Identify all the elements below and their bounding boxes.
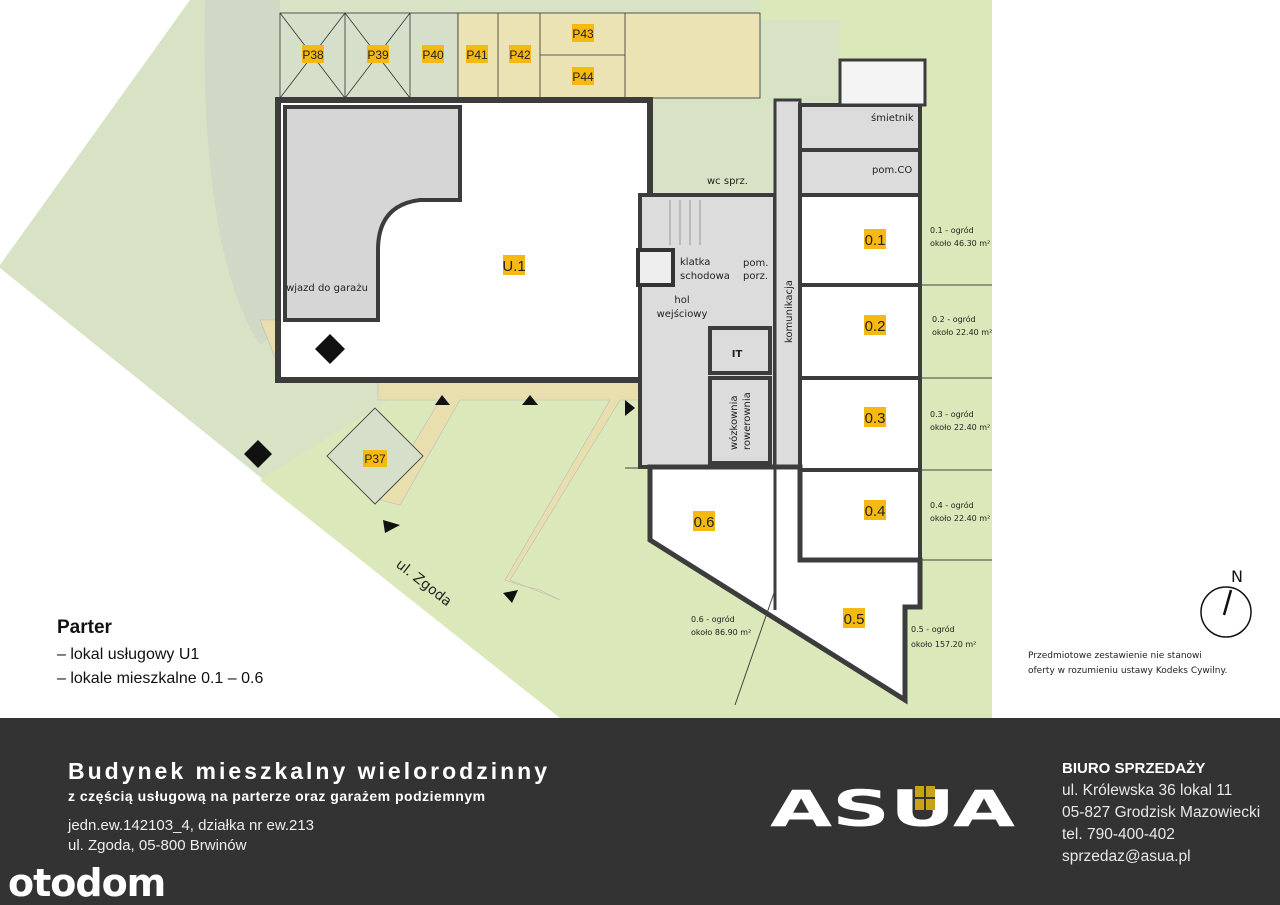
office-email[interactable]: sprzedaz@asua.pl (1062, 848, 1191, 865)
asua-logo: ASUA (770, 780, 1015, 832)
unit-06-05-block (647, 464, 923, 705)
garage-ramp (283, 105, 462, 322)
room-klatka-1: klatka (680, 257, 710, 268)
stair-tower (838, 58, 927, 107)
room-pom-co: pom.CO (872, 165, 912, 176)
legend-item: – lokale mieszkalne 0.1 – 0.6 (57, 670, 264, 687)
lift (636, 248, 675, 287)
unit-0-3: 0.3 (865, 410, 886, 427)
legend: Parter – lokal usługowy U1 – lokale mies… (57, 617, 263, 691)
garden-0-2-name: 0.2 - ogród (932, 314, 976, 324)
garden-0-5-area: około 157.20 m² (911, 640, 976, 649)
parking-strip-tan (457, 12, 761, 99)
arrow-icon (503, 590, 518, 603)
compass-north-label: N (1231, 567, 1243, 586)
disclaimer-line: oferty w rozumieniu ustawy Kodeks Cywiln… (1028, 666, 1228, 676)
room-komunikacja: komunikacja (784, 280, 795, 343)
garden-0-4-area: około 22.40 m² (930, 514, 990, 523)
garden-0-3-name: 0.3 - ogród (930, 409, 974, 419)
footer-title: Budynek mieszkalny wielorodzinny (68, 758, 550, 784)
unit-0-5: 0.5 (844, 611, 865, 628)
arrow-icon (383, 520, 400, 533)
parking-p38: P38 (302, 48, 324, 62)
garden-0-6-area: około 86.90 m² (691, 628, 751, 637)
parking-p43: P43 (572, 27, 594, 41)
car-entry-icon (244, 440, 272, 468)
compass: N (1200, 567, 1252, 638)
office-city: 05-827 Grodzisk Mazowiecki (1062, 804, 1261, 821)
garden-labels: 0.1 - ogród około 46.30 m² 0.2 - ogród o… (691, 225, 992, 649)
arrow-icon (522, 395, 538, 405)
parking-p39: P39 (367, 48, 389, 62)
room-pom-porz-2: porz. (743, 271, 768, 282)
address-line: jedn.ew.142103_4, działka nr ew.213 (68, 817, 315, 834)
otodom-watermark: otodom (8, 861, 166, 905)
room-pom-porz-1: pom. (743, 258, 768, 269)
legend-title: Parter (57, 617, 112, 638)
svg-text:ASUA: ASUA (770, 780, 1015, 832)
garden-0-3-area: około 22.40 m² (930, 423, 990, 432)
unit-u1: U.1 (502, 258, 525, 275)
footer-address: jedn.ew.142103_4, działka nr ew.213 ul. … (68, 816, 314, 856)
parking-p41: P41 (466, 48, 488, 62)
parking-p42: P42 (509, 48, 531, 62)
parking-labels: P38 P39 P40 P41 P42 P43 P44 P37 (302, 24, 594, 467)
disclaimer-line: Przedmiotowe zestawienie nie stanowi (1028, 651, 1202, 661)
unit-labels: 0.1 0.2 0.3 0.4 0.5 0.6 (693, 229, 886, 628)
room-wc: wc sprz. (707, 176, 748, 187)
footer-subtitle: z częścią usługową na parterze oraz gara… (68, 788, 486, 804)
footer-band: Budynek mieszkalny wielorodzinny z częśc… (0, 718, 1280, 905)
garden-0-2-area: około 22.40 m² (932, 328, 992, 337)
room-wozkownia-1: wózkownia (728, 395, 740, 450)
parking-p40: P40 (422, 48, 444, 62)
room-garage-entry: wjazd do garażu (286, 283, 368, 294)
room-it: IT (732, 349, 743, 360)
garden-0-4-name: 0.4 - ogród (930, 500, 974, 510)
parking-p44: P44 (572, 70, 594, 84)
garden-0-6-name: 0.6 - ogród (691, 614, 735, 624)
arrow-icon (435, 395, 450, 405)
driveway (204, 0, 280, 345)
arrow-icon (625, 400, 635, 416)
unit-0-2: 0.2 (865, 318, 886, 335)
garden-0-1-area: około 46.30 m² (930, 239, 990, 248)
unit-0-6: 0.6 (694, 514, 715, 531)
entry-arrows (244, 334, 635, 603)
address-line: ul. Zgoda, 05-800 Brwinów (68, 837, 247, 854)
floor-plan: P38 P39 P40 P41 P42 P43 P44 P37 wjazd do… (0, 0, 1252, 718)
room-wozkownia-2: rowerownia (742, 392, 753, 450)
garden-0-5-name: 0.5 - ogród (911, 624, 955, 634)
disclaimer: Przedmiotowe zestawienie nie stanowi ofe… (1028, 649, 1227, 679)
garden-0-1-name: 0.1 - ogród (930, 225, 974, 235)
office-address: ul. Królewska 36 lokal 11 (1062, 782, 1233, 799)
car-entry-icon (315, 334, 345, 364)
room-hol-2: wejściowy (657, 308, 708, 320)
unit-0-4: 0.4 (865, 503, 886, 520)
room-klatka-2: schodowa (680, 271, 730, 282)
parking-p37: P37 (364, 452, 386, 466)
unit-0-1: 0.1 (865, 232, 886, 249)
stroller-room (708, 376, 772, 465)
sales-office-heading: BIURO SPRZEDAŻY (1062, 760, 1206, 777)
sales-office: BIURO SPRZEDAŻY ul. Królewska 36 lokal 1… (1062, 758, 1260, 868)
office-phone[interactable]: tel. 790-400-402 (1062, 826, 1175, 843)
room-hol-1: hol (674, 295, 689, 306)
room-smietnik: śmietnik (871, 112, 914, 124)
legend-item: – lokal usługowy U1 (57, 646, 200, 663)
it-room (708, 326, 772, 375)
